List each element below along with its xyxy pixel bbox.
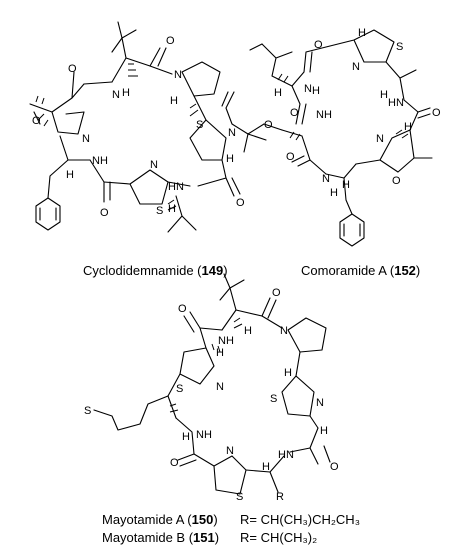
atom-S-2: S <box>156 205 163 217</box>
atom-H-1: H <box>122 87 130 99</box>
atom-H-6: H <box>312 85 320 97</box>
atom-H-18: H <box>204 429 212 441</box>
atom-H-15: H <box>284 367 292 379</box>
atom-N-3: N <box>150 159 158 171</box>
atom-O-4: O <box>100 207 109 219</box>
atom-NH-5: N <box>322 173 330 185</box>
atom-O-7: O <box>432 107 441 119</box>
caption-mayotamide-a: Mayotamide A (150) <box>102 512 218 527</box>
atom-O-15: O <box>330 461 339 473</box>
atom-H-12: H <box>342 179 350 191</box>
atom-NH-3: N <box>304 83 312 95</box>
atom-O-9: O <box>264 119 273 131</box>
atom-O-8: O <box>290 107 299 119</box>
atom-N-1: N <box>228 127 236 139</box>
atom-H-5: H <box>168 203 176 215</box>
atom-H-9: H <box>380 89 388 101</box>
atom-S-3: S <box>396 41 403 53</box>
atom-S-1: S <box>196 119 203 131</box>
atom-S-7: S <box>236 491 243 503</box>
caption-mayotamide-b: Mayotamide B (151) <box>102 530 219 545</box>
structure-comoramide-a <box>221 29 433 247</box>
atom-N-2: N <box>82 133 90 145</box>
atom-S-5: S <box>270 393 277 405</box>
atom-O-5: O <box>236 197 245 209</box>
atom-O-3: O <box>32 115 41 127</box>
atom-H-19: H <box>262 461 270 473</box>
atom-H-2: H <box>170 95 178 107</box>
atom-O-2: O <box>68 63 77 75</box>
caption-mayotamide-b-r: R= CH(CH₃)₂ <box>240 530 317 545</box>
atom-NH-4: NH <box>316 109 332 121</box>
atom-S-6: S <box>84 405 91 417</box>
atom-H-16: H <box>320 425 328 437</box>
atom-R: R <box>276 491 284 503</box>
atom-O-11: O <box>392 175 401 187</box>
caption-mayotamide-a-r: R= CH(CH₃)CH₂CH₃ <box>240 512 360 527</box>
atom-HN-2: HN <box>388 97 404 109</box>
caption-comoramide-name: Comoramide A (152) <box>301 263 420 278</box>
atom-H-8: H <box>358 27 366 39</box>
atom-H-3: H <box>226 153 234 165</box>
structure-mayotamide <box>93 273 331 495</box>
atom-N-proline: N <box>174 69 182 81</box>
atom-O-13: O <box>178 303 187 315</box>
atom-O-10: O <box>286 151 295 163</box>
atom-N-4: N <box>352 61 360 73</box>
atom-N-6: N <box>280 325 288 337</box>
atom-H-17: H <box>182 431 190 443</box>
atom-N-8: N <box>316 397 324 409</box>
caption-cyclodidemnamide-name: Cyclodidemnamide (149) <box>83 263 228 278</box>
atom-N-5: N <box>376 133 384 145</box>
atom-NH-2: NH <box>92 155 108 167</box>
atom-NH-6: NH <box>218 335 234 347</box>
atom-HN-3: HN <box>278 449 294 461</box>
atom-O-14: O <box>170 457 179 469</box>
atom-O-12: O <box>272 287 281 299</box>
atom-N-9: N <box>226 445 234 457</box>
atom-O-1: O <box>166 35 175 47</box>
atom-HN-1: HN <box>168 181 184 193</box>
atom-O-6: O <box>314 39 323 51</box>
atom-N-7: N <box>216 381 224 393</box>
atom-H-14: H <box>216 347 224 359</box>
atom-H-13: H <box>244 325 252 337</box>
atom-S-4: S <box>176 383 183 395</box>
atom-NH-7: N <box>196 429 204 441</box>
atom-H-11: H <box>330 187 338 199</box>
atom-H-10: H <box>404 121 412 133</box>
structure-cyclodidemnamide <box>29 21 241 233</box>
atom-H-7: H <box>274 87 282 99</box>
atom-NH-1: N <box>112 89 120 101</box>
atom-H-4: H <box>66 169 74 181</box>
